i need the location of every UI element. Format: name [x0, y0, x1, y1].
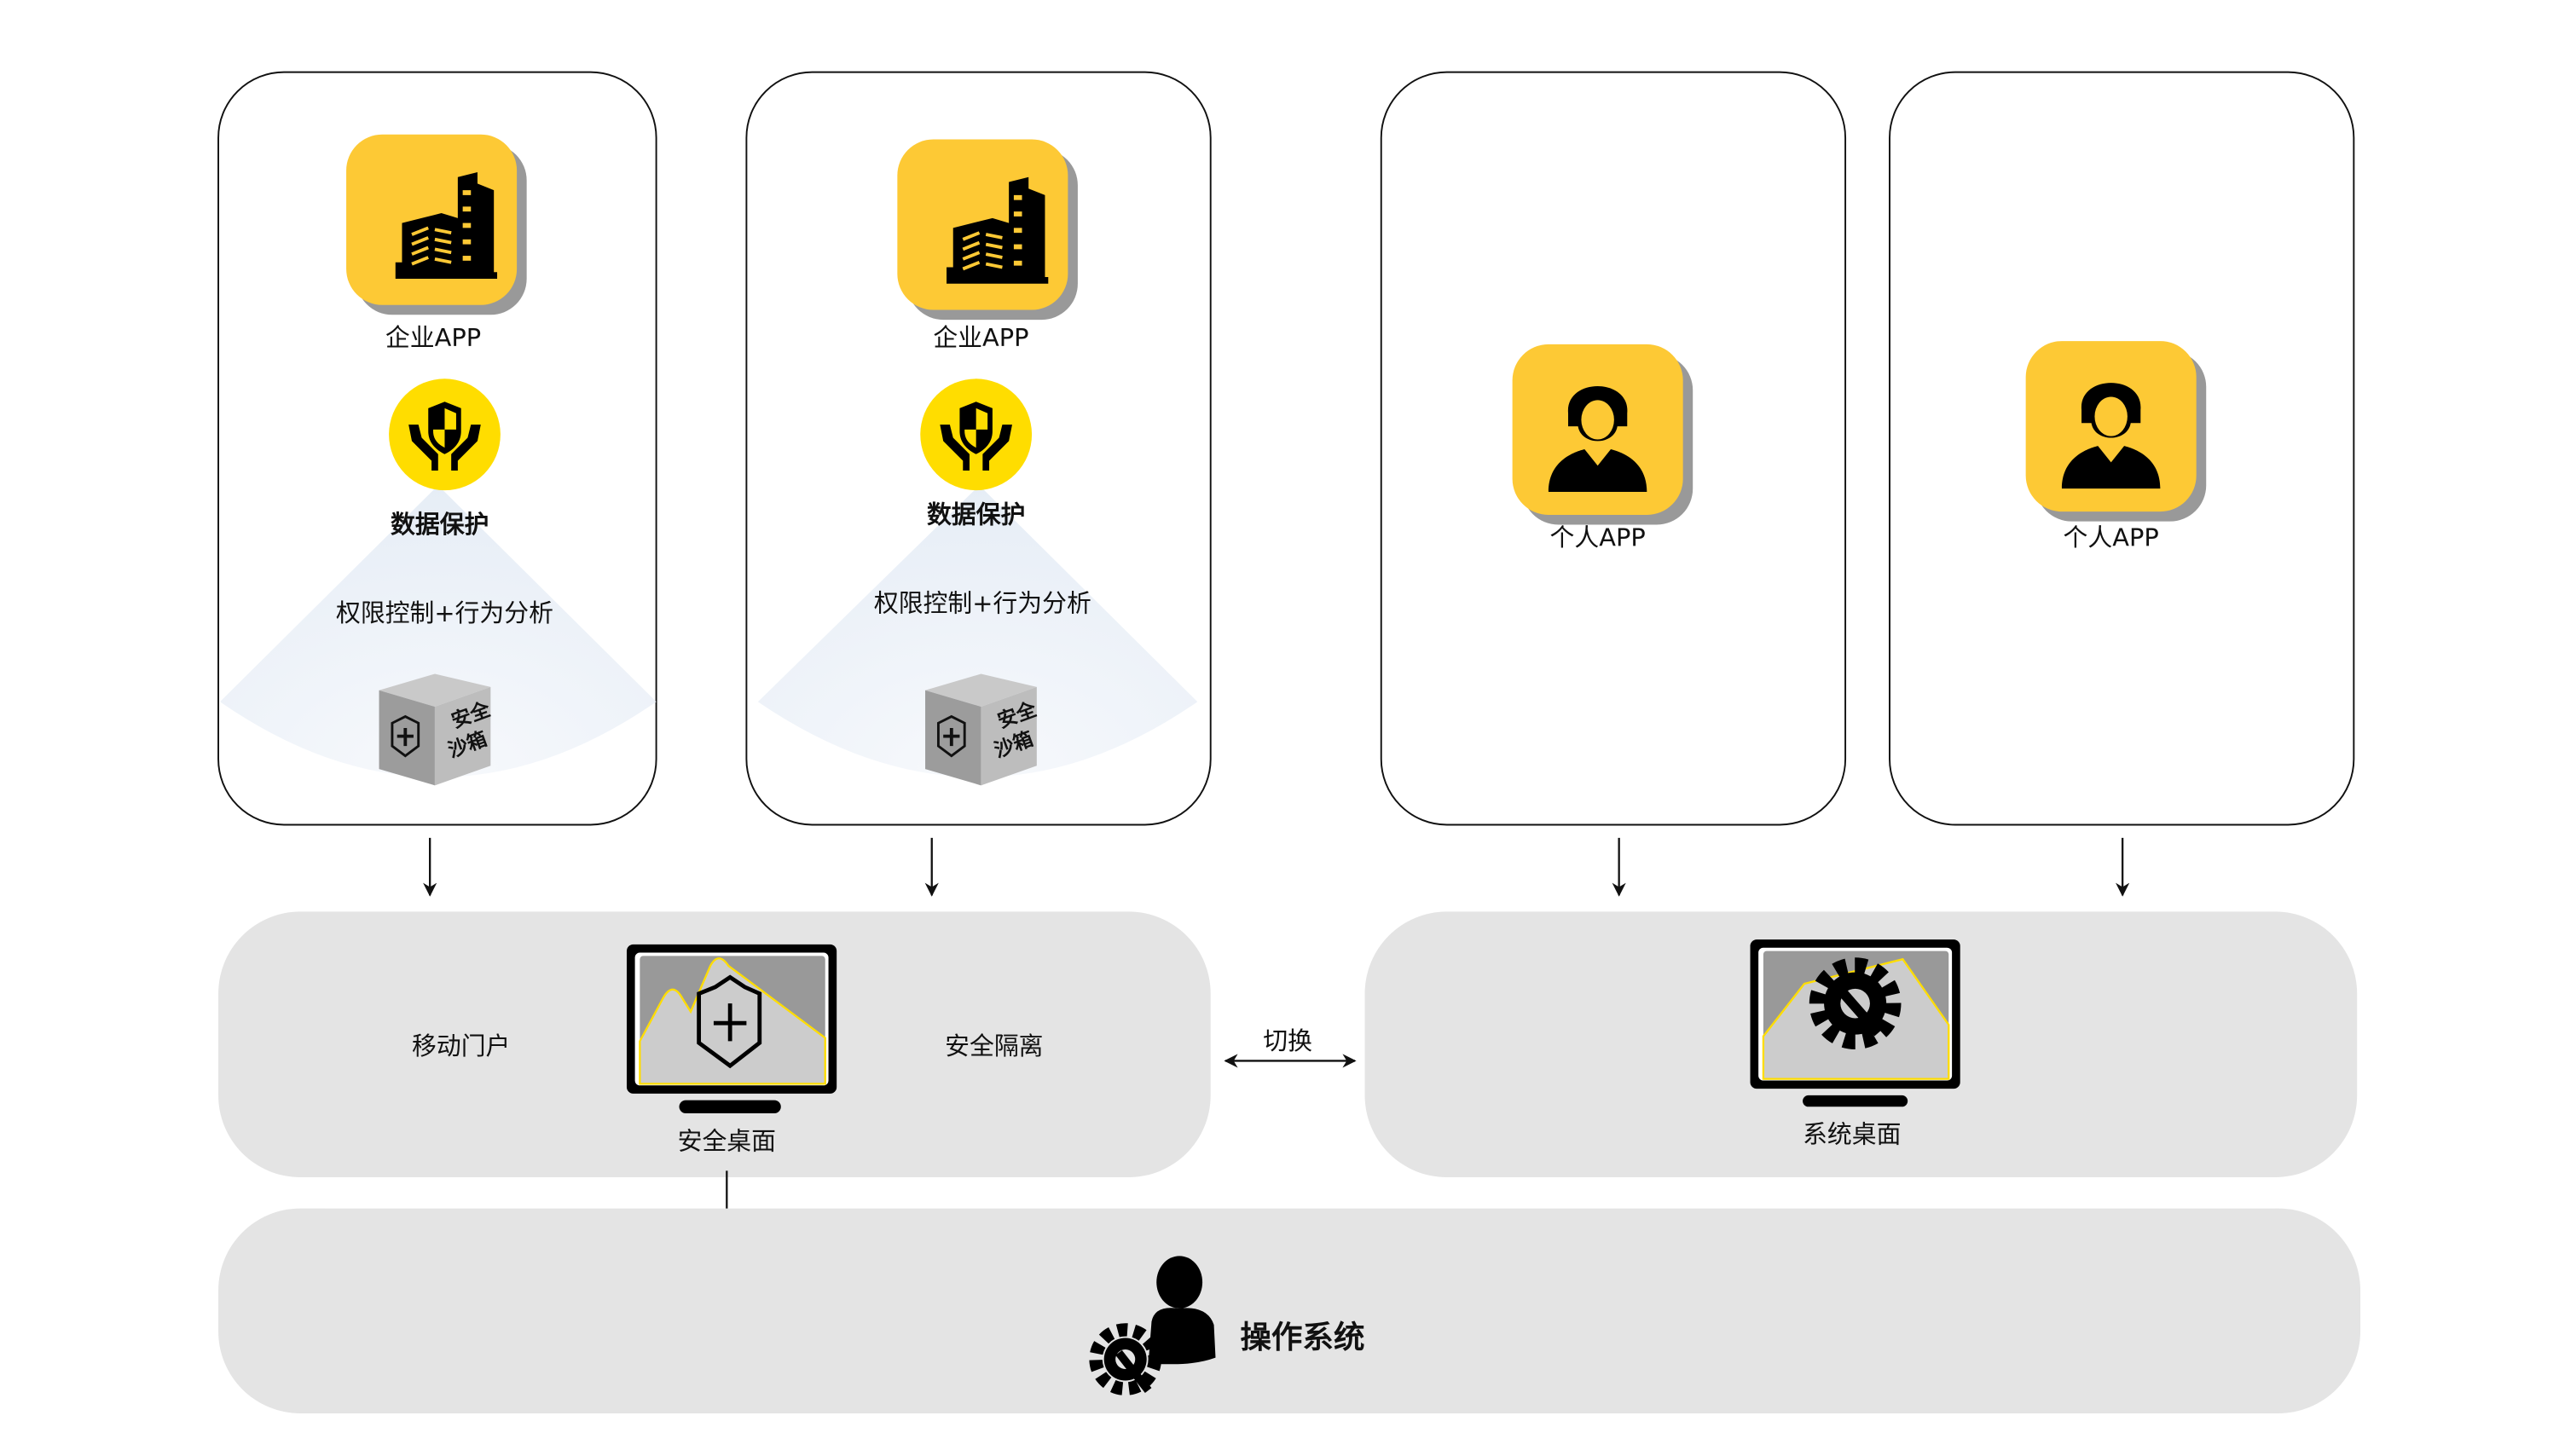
sandbox-icon — [923, 672, 1039, 788]
enterprise-app-icon[interactable] — [895, 137, 1080, 321]
data-protection-icon — [389, 378, 501, 491]
personal-app-label: 个人APP — [1550, 523, 1646, 552]
policy-label: 权限控制+行为分析 — [336, 598, 553, 627]
personal-app-icon[interactable] — [1512, 344, 1693, 525]
policy-label: 权限控制+行为分析 — [874, 588, 1091, 617]
system-desktop-icon[interactable] — [1750, 939, 1960, 1107]
protection-fan — [757, 485, 1198, 777]
personal-app-label: 个人APP — [2064, 523, 2159, 552]
data-protection-label: 数据保护 — [927, 500, 1025, 529]
os-panel: 操作系统 — [218, 1208, 2361, 1413]
enterprise-card-2: 企业APP 数据保护 权限控制+行为分析 安全 沙箱 — [745, 71, 1212, 826]
personal-card-2: 个人APP — [1889, 71, 2355, 826]
data-protection-icon — [920, 378, 1033, 491]
protection-fan — [219, 485, 657, 777]
mobile-portal-label: 移动门户 — [412, 1031, 510, 1060]
personal-card-1: 个人APP — [1380, 71, 1847, 826]
os-title: 操作系统 — [1240, 1319, 1364, 1355]
secure-isolation-label: 安全隔离 — [945, 1031, 1043, 1060]
data-protection-label: 数据保护 — [391, 510, 489, 539]
enterprise-app-icon[interactable] — [344, 132, 529, 317]
system-desktop-title: 系统桌面 — [1803, 1120, 1901, 1149]
enterprise-card-1: 企业APP 数据保护 权限控制+行为分析 安全 沙箱 — [217, 71, 657, 826]
secure-desktop-title: 安全桌面 — [678, 1126, 776, 1155]
switch-label: 切换 — [1263, 1026, 1312, 1055]
enterprise-app-label: 企业APP — [385, 323, 481, 352]
personal-app-icon[interactable] — [2025, 341, 2207, 522]
enterprise-app-label: 企业APP — [933, 323, 1028, 352]
secure-desktop-panel: 移动门户 安全隔离 安全桌面 — [218, 911, 1211, 1178]
system-desktop-panel: 系统桌面 — [1364, 911, 2358, 1178]
sandbox-icon — [377, 672, 493, 788]
down-arrows — [423, 837, 2130, 897]
secure-desktop-icon[interactable] — [626, 944, 837, 1114]
os-admin-icon — [1089, 1256, 1216, 1395]
